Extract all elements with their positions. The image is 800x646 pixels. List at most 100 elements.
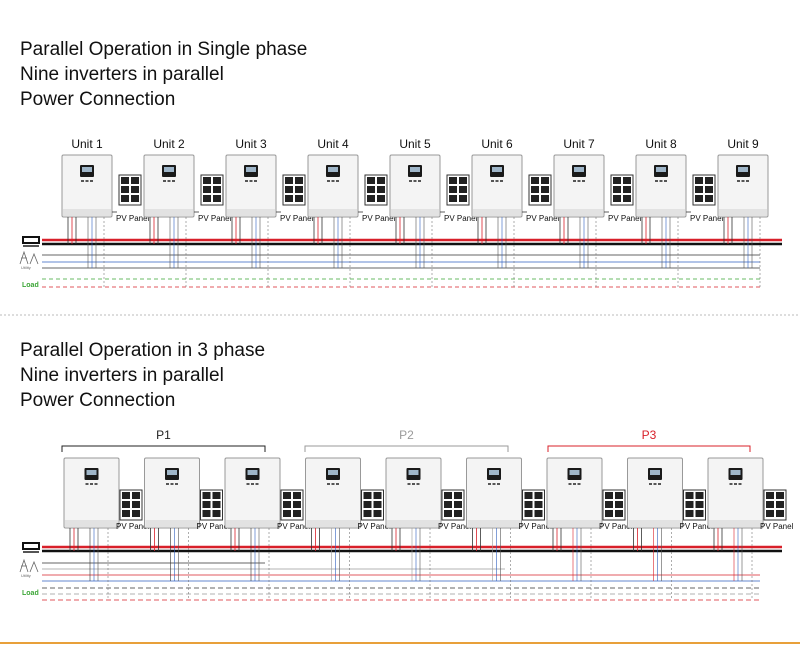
pv-cell: [613, 177, 621, 184]
pv-cell: [293, 510, 301, 517]
pv-cell: [541, 177, 549, 184]
inverter-base: [391, 209, 439, 216]
pv-cell: [534, 501, 543, 508]
inverter-body: [385, 457, 442, 529]
inverter-base: [467, 520, 521, 527]
pv-panel-label: PV Panel: [690, 214, 724, 223]
pv-cell: [295, 177, 303, 184]
pv-cell: [213, 186, 221, 193]
pv-cell: [202, 501, 211, 508]
inverter-unit: [143, 154, 195, 218]
inverter-button: [167, 180, 171, 182]
pv-panel-icon: [282, 174, 306, 206]
pv-cell: [122, 492, 130, 499]
inverter-button: [336, 483, 339, 485]
pv-panel-icon: [119, 489, 143, 521]
inverter-body: [225, 154, 277, 218]
inverter-button: [734, 483, 737, 485]
inverter-base: [65, 520, 118, 527]
inverter-button: [582, 180, 585, 182]
inverter-button: [251, 483, 254, 485]
pv-cell: [449, 177, 457, 184]
inverter-button: [488, 483, 491, 485]
pv-cell: [524, 501, 533, 508]
inverter-button: [741, 180, 745, 182]
pv-cell: [695, 195, 703, 202]
pv-cell: [541, 195, 549, 202]
pv-cell: [367, 195, 375, 202]
pv-cell: [685, 510, 694, 517]
inverter-button: [246, 483, 250, 485]
pv-cell: [363, 492, 372, 499]
pv-panel-icon: [692, 174, 716, 206]
pv-cell: [295, 186, 303, 193]
pv-cell: [367, 186, 375, 193]
pv-cell: [444, 510, 452, 517]
inverter-button: [327, 483, 330, 485]
pv-cell: [285, 186, 293, 193]
pv-panel-icon: [118, 174, 142, 206]
unit-label: Unit 3: [235, 137, 267, 151]
inverter-body: [305, 457, 361, 529]
pv-panel-icon: [763, 489, 787, 521]
pv-cell: [685, 492, 694, 499]
pv-cell: [615, 501, 623, 508]
pv-cell: [293, 501, 301, 508]
unit-label: Unit 5: [399, 137, 431, 151]
battery-window: [24, 544, 38, 548]
pv-panel-label: PV Panel: [608, 214, 642, 223]
pv-cell: [613, 186, 621, 193]
pv-cell: [776, 492, 784, 499]
inverter-unit: [305, 457, 361, 529]
pv-cell: [531, 186, 539, 193]
inverter-unit: [389, 154, 441, 218]
three-phase-title-line-3: Power Connection: [20, 390, 176, 411]
inverter-unit: [466, 457, 522, 529]
inverter-button: [331, 483, 335, 485]
pv-cell: [213, 177, 221, 184]
unit-label: Unit 9: [727, 137, 759, 151]
pv-cell: [613, 195, 621, 202]
inverter-unit: [63, 457, 120, 529]
inverter-button: [170, 483, 174, 485]
phase-group-label: P2: [399, 428, 414, 442]
inverter-unit: [385, 457, 442, 529]
pv-cell: [449, 195, 457, 202]
pv-panel-icon: [280, 489, 304, 521]
inverter-body: [635, 154, 687, 218]
pv-cell: [131, 186, 139, 193]
inverter-button: [175, 483, 178, 485]
inverter-body: [144, 457, 200, 529]
inverter-button: [331, 180, 335, 182]
pv-cell: [444, 501, 452, 508]
inverter-button: [658, 483, 661, 485]
pv-cell: [449, 186, 457, 193]
three-phase-title-line-2: Nine inverters in parallel: [20, 365, 224, 386]
inverter-button: [737, 180, 740, 182]
pv-cell: [363, 501, 372, 508]
pv-panel-label: PV Panel: [197, 522, 231, 531]
inverter-button: [81, 180, 84, 182]
inverter-button: [418, 180, 421, 182]
battery-bank-icon: [22, 542, 40, 553]
phase-group-bracket: [61, 445, 266, 452]
pv-panel-label: PV Panel: [116, 522, 150, 531]
pv-cell: [121, 195, 129, 202]
inverter-button: [407, 483, 411, 485]
inverter-button: [492, 483, 496, 485]
inverter-base: [719, 209, 767, 216]
pv-cell: [203, 177, 211, 184]
inverter-button: [412, 483, 415, 485]
pv-panel-label: PV Panel: [277, 522, 311, 531]
pv-panel-icon: [361, 489, 384, 521]
inverter-unit: [717, 154, 769, 218]
unit-label: Unit 2: [153, 137, 185, 151]
pv-cell: [131, 195, 139, 202]
battery-window: [24, 238, 38, 242]
inverter-display-screen: [730, 470, 741, 475]
inverter-button: [497, 483, 500, 485]
pv-cell: [373, 501, 382, 508]
inverter-button: [738, 483, 742, 485]
